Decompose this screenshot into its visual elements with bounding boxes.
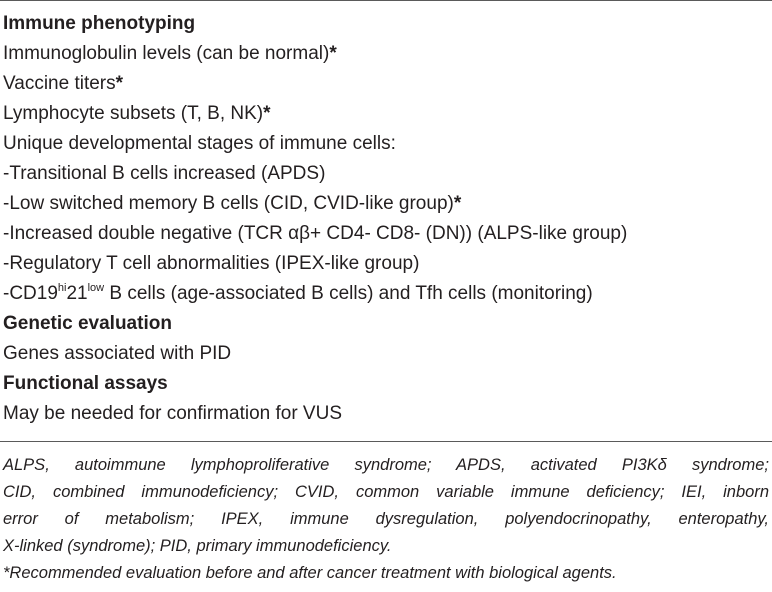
evaluation-table: Immune phenotyping Immunoglobulin levels… <box>3 9 769 429</box>
table-footnotes: ALPS, autoimmune lymphoproliferative syn… <box>3 452 769 587</box>
abbreviation-line: CID, combined immunodeficiency; CVID, co… <box>3 483 769 501</box>
table-row: Vaccine titers* <box>3 73 124 94</box>
asterisk-mark: * <box>115 73 124 94</box>
table-row: -Regulatory T cell abnormalities (IPEX-l… <box>3 253 420 274</box>
table-row: Lymphocyte subsets (T, B, NK)* <box>3 103 271 124</box>
abbreviation-line: ALPS, autoimmune lymphoproliferative syn… <box>3 456 769 474</box>
asterisk-mark: * <box>329 43 337 64</box>
table-row: Unique developmental stages of immune ce… <box>3 133 396 154</box>
asterisk-mark: * <box>263 103 271 124</box>
asterisk-mark: * <box>453 193 462 214</box>
table-row: -Increased double negative (TCR αβ+ CD4-… <box>3 223 628 244</box>
section-heading-genetic-evaluation: Genetic evaluation <box>3 313 172 334</box>
table-row: -Transitional B cells increased (APDS) <box>3 163 326 184</box>
section-heading-immune-phenotyping: Immune phenotyping <box>3 13 196 34</box>
abbreviation-line: X-linked (syndrome); PID, primary immuno… <box>3 537 392 555</box>
table-row: -Low switched memory B cells (CID, CVID-… <box>3 193 462 214</box>
table-row: Genes associated with PID <box>3 343 232 364</box>
table-row: May be needed for confirmation for VUS <box>3 403 343 424</box>
table-bottom-rule <box>0 441 772 442</box>
section-heading-functional-assays: Functional assays <box>3 373 168 394</box>
recommendation-footnote: *Recommended evaluation before and after… <box>3 564 617 582</box>
abbreviation-line: error of metabolism; IPEX, immune dysreg… <box>3 510 769 528</box>
table-row-cd19: -CD19hi21low B cells (age-associated B c… <box>3 282 593 305</box>
table-top-rule <box>0 0 772 1</box>
table-row: Immunoglobulin levels (can be normal)* <box>3 43 337 64</box>
